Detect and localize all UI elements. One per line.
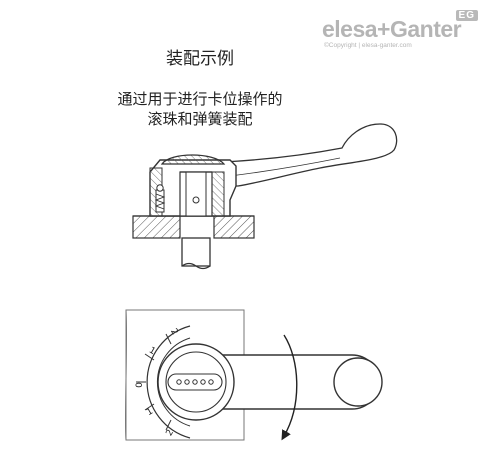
brand-badge: EG bbox=[455, 10, 478, 21]
dial-mark: 2 bbox=[168, 327, 180, 337]
lever-arm bbox=[223, 123, 398, 187]
shaft bbox=[181, 237, 211, 270]
caption-line-2: 滚珠和弹簧装配 bbox=[147, 110, 253, 128]
brand-block: EG elesa+Ganter ©Copyright | elesa-gante… bbox=[300, 8, 484, 50]
section-view bbox=[132, 123, 398, 270]
rotation-arrow bbox=[281, 334, 298, 441]
base-plate bbox=[132, 215, 255, 239]
dial-scale bbox=[136, 325, 191, 439]
lever-knob bbox=[333, 357, 383, 407]
caption-line-1: 通过用于进行卡位操作的 bbox=[117, 90, 283, 108]
brand-logo: elesa+Ganter bbox=[322, 16, 462, 42]
dial-mark: 0 bbox=[135, 382, 145, 388]
indicator-dots bbox=[176, 379, 214, 385]
dial-mark: 2 bbox=[165, 428, 177, 438]
top-view: 2 1 0 1 2 bbox=[124, 309, 383, 441]
hub-body bbox=[149, 154, 237, 217]
dial-mark: 1 bbox=[145, 407, 155, 419]
dial-mark: 1 bbox=[147, 346, 157, 358]
page-title: 装配示例 bbox=[166, 49, 234, 69]
brand-copyright: ©Copyright | elesa-ganter.com bbox=[324, 42, 412, 49]
